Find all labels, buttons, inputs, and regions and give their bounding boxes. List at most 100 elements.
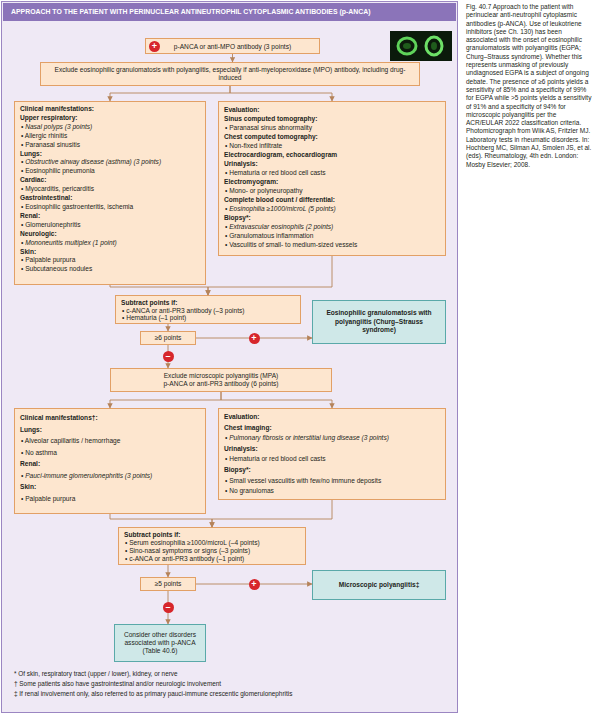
node-text: Biopsy*: — [224, 213, 440, 222]
subtract-box: Subtract points if:• Serum eosinophilia … — [118, 527, 306, 565]
node-text: Urinalysis: — [224, 444, 440, 455]
node-text: Upper respiratory: — [20, 114, 200, 123]
plus-circle: + — [149, 41, 160, 52]
node-text: Subtract points if: — [121, 299, 295, 307]
node-text: • Hematuria or red blood cell casts — [224, 454, 440, 465]
node-text: • Mononeuritis multiplex (1 point) — [20, 239, 200, 248]
node-text: p-ANCA or anti-MPO antibody (3 points) — [151, 42, 314, 51]
node-text: ≥5 points — [146, 580, 190, 588]
diagram-title: APPROACH TO THE PATIENT WITH PERINUCLEAR… — [3, 3, 456, 21]
start-box: p-ANCA or anti-MPO antibody (3 points)+ — [145, 38, 320, 54]
node-text: • Small vessel vasculitis with few/no im… — [224, 476, 440, 487]
flow-arrow — [212, 500, 332, 527]
flow-arrow — [110, 86, 230, 101]
title-band: APPROACH TO THE PATIENT WITH PERINUCLEAR… — [3, 3, 456, 21]
result-box: Eosinophilic granulomatosis with polyang… — [312, 300, 446, 344]
clinical-box: Clinical manifestations†:Lungs:• Alveola… — [14, 408, 206, 514]
node-text: Skin: — [20, 481, 200, 493]
node-text: Renal: — [20, 458, 200, 470]
edge-label: + — [249, 333, 260, 344]
node-text: • Eosinophilic pneumonia — [20, 167, 200, 176]
node-text: • Allergic rhinitis — [20, 132, 200, 141]
node-text: • No asthma — [20, 447, 200, 459]
node-text: Skin: — [20, 248, 200, 257]
footnote: ‡ If renal involvement only, also referr… — [14, 689, 454, 698]
flow-arrow — [232, 54, 233, 62]
node-text: Neurologic: — [20, 230, 200, 239]
flow-arrow — [110, 392, 221, 408]
result-box: Microscopic polyangiitis‡ — [312, 570, 446, 600]
node-text: • c-ANCA or anti-PR3 antibody (–3 points… — [121, 307, 295, 315]
node-text: • Non-fixed infiltrate — [224, 141, 440, 150]
edge-label: + — [249, 579, 260, 590]
flow-arrow — [168, 565, 169, 577]
node-text: Subtract points if: — [124, 531, 300, 539]
node-text: Eosinophilic granulomatosis with polyang… — [318, 309, 440, 335]
node-text: • Eosinophilic gastroenteritis, ischemia — [20, 203, 200, 212]
figure-caption: Fig. 40.7 Approach to the patient with p… — [466, 3, 593, 169]
node-text: Evaluation: — [224, 105, 440, 114]
flow-arrow — [208, 256, 332, 295]
exclude-box: Exclude eosinophilic granulomatosis with… — [40, 62, 420, 86]
node-text: • Hematuria (–1 point) — [121, 314, 295, 322]
node-text: • Paranasal sinus abnormality — [224, 123, 440, 132]
node-text: • Eosinophilia ≥1000/microL (5 points) — [224, 204, 440, 213]
edge-label: – — [163, 351, 174, 362]
flow-arrow — [221, 392, 332, 408]
node-text: • Vasculitis of small- to medium-sized v… — [224, 240, 440, 249]
node-text: • Palpable purpura — [20, 256, 200, 265]
caption-box: Fig. 40.7 Approach to the patient with p… — [466, 3, 593, 169]
node-text: Consider other disorders associated with… — [120, 631, 200, 655]
node-text: • Palpable purpura — [20, 493, 200, 505]
score-box: ≥5 points — [140, 577, 196, 591]
node-text: ≥6 points — [146, 334, 190, 342]
node-text: • Paranasal sinusitis — [20, 141, 200, 150]
node-text: • Subcutaneous nodules — [20, 265, 200, 274]
score-box: ≥6 points — [140, 331, 196, 345]
node-text: • Granulomatous inflammation — [224, 231, 440, 240]
node-text: • Extravascular eosinophils (2 points) — [224, 222, 440, 231]
node-text: Chest imaging: — [224, 423, 440, 434]
node-text: Complete blood count / differential: — [224, 195, 440, 204]
node-text: Electromyogram: — [224, 177, 440, 186]
exclude-box: Exclude microscopic polyangiitis (MPA)p-… — [110, 368, 332, 392]
node-text: • Alveolar capillaritis / hemorrhage — [20, 435, 200, 447]
node-text: • Pulmonary fibrosis or interstitial lun… — [224, 433, 440, 444]
node-text: Electrocardiogram, echocardiogram — [224, 150, 440, 159]
node-text: • Myocarditis, pericarditis — [20, 185, 200, 194]
node-text: • Sino-nasal symptoms or signs (–3 point… — [124, 547, 300, 555]
result-box: Consider other disorders associated with… — [114, 624, 206, 662]
node-text: + — [149, 41, 160, 52]
flow-arrow — [168, 324, 169, 331]
clinical-box: Clinical manifestations:Upper respirator… — [14, 101, 206, 285]
flow-arrow — [110, 285, 208, 295]
node-text: • Pauci-immune glomerulonephritis (3 poi… — [20, 470, 200, 482]
node-text: Sinus computed tomography: — [224, 114, 440, 123]
node-text: Cardiac: — [20, 176, 200, 185]
node-text: • Nasal polyps (3 points) — [20, 123, 200, 132]
node-text: Biopsy*: — [224, 465, 440, 476]
node-text: Clinical manifestations†: — [20, 412, 200, 424]
node-text: Lungs: — [20, 150, 200, 159]
photomicrograph — [390, 31, 452, 61]
node-text: Evaluation: — [224, 412, 440, 423]
node-text: Clinical manifestations: — [20, 105, 200, 114]
node-text: Chest computed tomography: — [224, 132, 440, 141]
evaluation-box: Evaluation:Sinus computed tomography:• P… — [218, 101, 446, 256]
node-text: Exclude microscopic polyangiitis (MPA) — [116, 372, 326, 380]
node-text: Exclude eosinophilic granulomatosis with… — [46, 66, 414, 83]
footnote: * Of skin, respiratory tract (upper / lo… — [14, 669, 454, 678]
node-text: • Serum eosinophilia ≥1000/microL (–4 po… — [124, 539, 300, 547]
flow-arrow — [230, 86, 332, 101]
node-text: Lungs: — [20, 424, 200, 436]
node-text: Microscopic polyangiitis‡ — [318, 581, 440, 590]
node-text: • c-ANCA or anti-PR3 antibody (–1 point) — [124, 555, 300, 563]
node-text: • Mono- or polyneuropathy — [224, 186, 440, 195]
node-text: • Obstructive airway disease (asthma) (3… — [20, 158, 200, 167]
node-text: p-ANCA or anti-PR3 antibody (6 points) — [116, 380, 326, 388]
flow-arrow — [110, 514, 212, 527]
edge-label: – — [163, 602, 174, 613]
node-text: • No granulomas — [224, 486, 440, 497]
node-text: Renal: — [20, 212, 200, 221]
footnote: † Some patients also have gastrointestin… — [14, 679, 454, 688]
